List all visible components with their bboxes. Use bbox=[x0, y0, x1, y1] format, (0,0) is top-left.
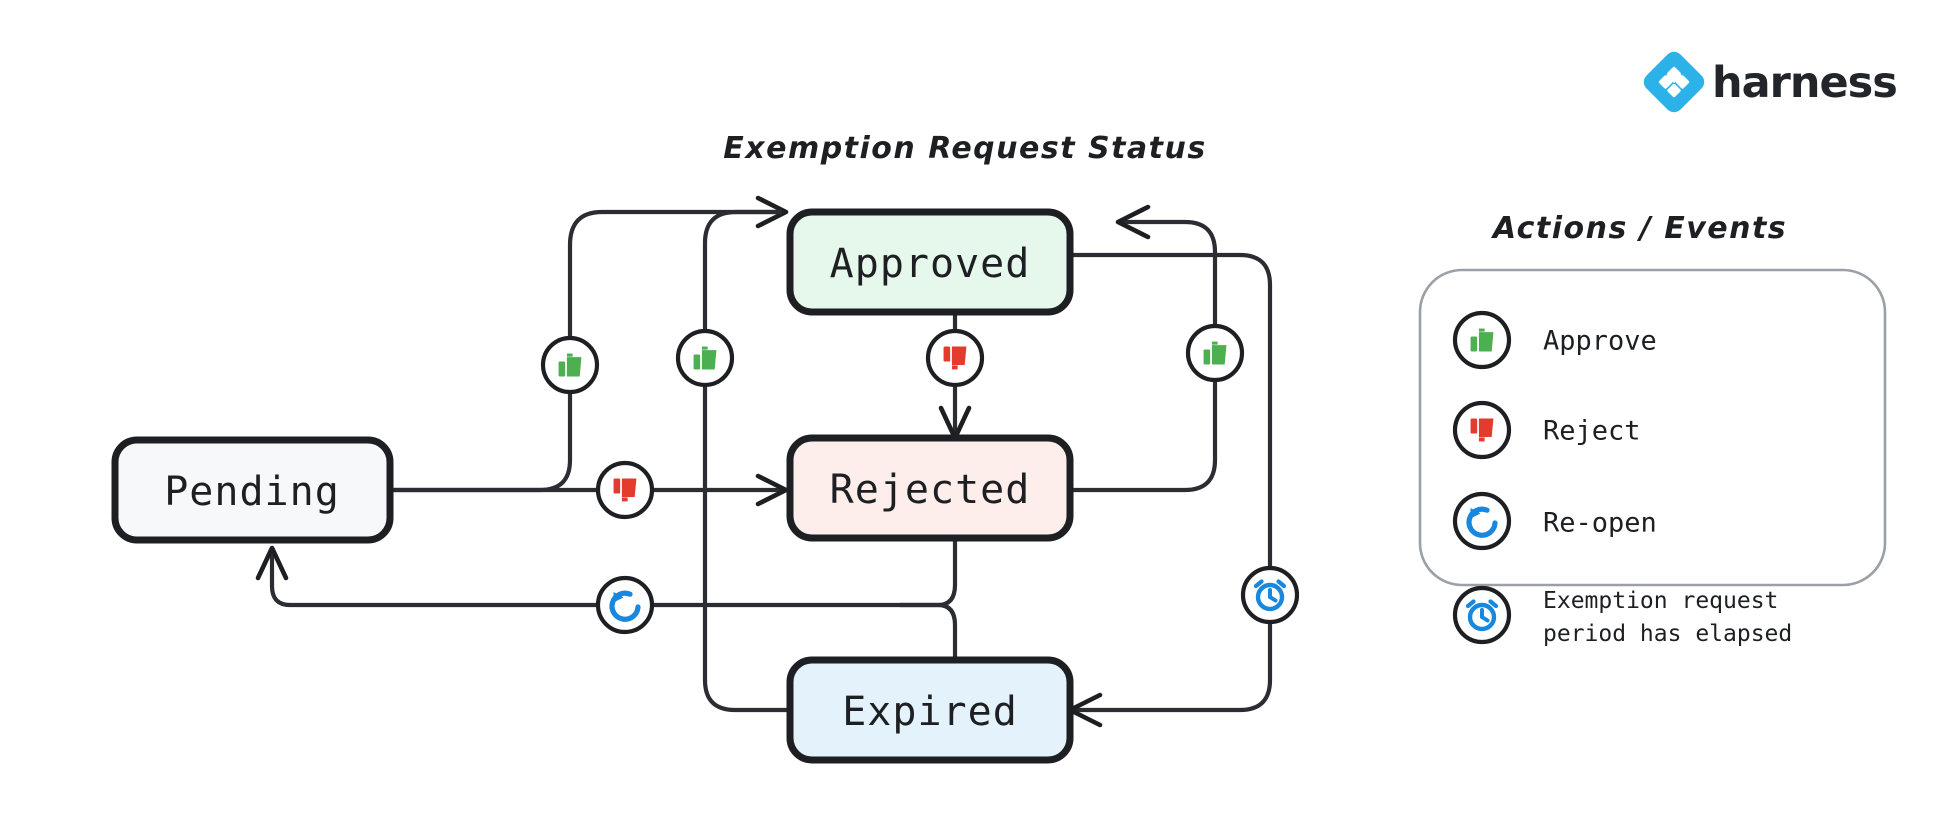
legend-label-reopen: Re-open bbox=[1543, 508, 1657, 539]
legend-item-reject: Reject bbox=[1452, 400, 1641, 460]
edge-badge-approve-rejected[interactable] bbox=[1185, 323, 1245, 383]
alarm-clock-icon bbox=[1253, 579, 1287, 612]
edge-expired-to-approved bbox=[702, 209, 793, 713]
arrowhead-rejected-to-approved bbox=[1115, 204, 1151, 240]
node-approved-box[interactable] bbox=[786, 208, 1074, 316]
edge-approved-to-expired bbox=[1067, 252, 1273, 713]
legend-label-reject: Reject bbox=[1543, 416, 1641, 447]
node-rejected[interactable]: Rejected bbox=[786, 434, 1074, 542]
legend-item-approve: Approve bbox=[1452, 310, 1657, 370]
arrowhead-pending-to-rejected bbox=[755, 473, 789, 507]
legend-item-elapsed: Exemption request period has elapsed bbox=[1452, 585, 1792, 647]
badge-circle[interactable] bbox=[595, 575, 655, 635]
node-expired-label: Expired bbox=[842, 689, 1018, 735]
node-rejected-box[interactable] bbox=[786, 434, 1074, 542]
node-pending-box[interactable] bbox=[111, 436, 394, 544]
alarm-clock-icon bbox=[1465, 599, 1499, 632]
node-approved-label: Approved bbox=[830, 241, 1031, 287]
reopen-icon bbox=[609, 590, 641, 622]
legend-label-elapsed-line1: Exemption request bbox=[1543, 588, 1778, 614]
legend-title: Actions / Events bbox=[1491, 211, 1787, 246]
node-pending[interactable]: Pending bbox=[111, 436, 394, 544]
edge-badge-approve-pending[interactable] bbox=[540, 335, 600, 395]
arrowhead-reopen-to-pending bbox=[255, 545, 289, 581]
edge-badge-approve-expired[interactable] bbox=[675, 328, 735, 388]
reopen-icon bbox=[1466, 506, 1498, 538]
badge-circle bbox=[1452, 491, 1512, 551]
node-approved[interactable]: Approved bbox=[786, 208, 1074, 316]
brand-name: harness bbox=[1712, 58, 1897, 108]
legend-panel bbox=[1418, 268, 1887, 587]
legend-label-approve: Approve bbox=[1543, 326, 1657, 357]
edge-badge-reject-approved[interactable] bbox=[925, 328, 985, 388]
node-pending-label: Pending bbox=[164, 469, 340, 515]
edge-expired-to-pending bbox=[897, 602, 958, 663]
legend-label-elapsed-line2: period has elapsed bbox=[1543, 621, 1792, 647]
node-rejected-label: Rejected bbox=[830, 467, 1031, 513]
harness-logo: harness bbox=[1643, 51, 1898, 113]
diagram-title: Exemption Request Status bbox=[723, 131, 1206, 166]
harness-diamond-logo-icon bbox=[1643, 51, 1705, 113]
edge-badge-reopen[interactable] bbox=[595, 575, 655, 635]
node-expired[interactable]: Expired bbox=[786, 656, 1074, 764]
legend-item-reopen: Re-open bbox=[1452, 491, 1657, 551]
node-expired-box[interactable] bbox=[786, 656, 1074, 764]
edge-badge-alarm[interactable] bbox=[1240, 565, 1300, 625]
arrowhead-pending-to-approved bbox=[755, 195, 789, 229]
edge-badge-reject-pending[interactable] bbox=[595, 460, 655, 520]
